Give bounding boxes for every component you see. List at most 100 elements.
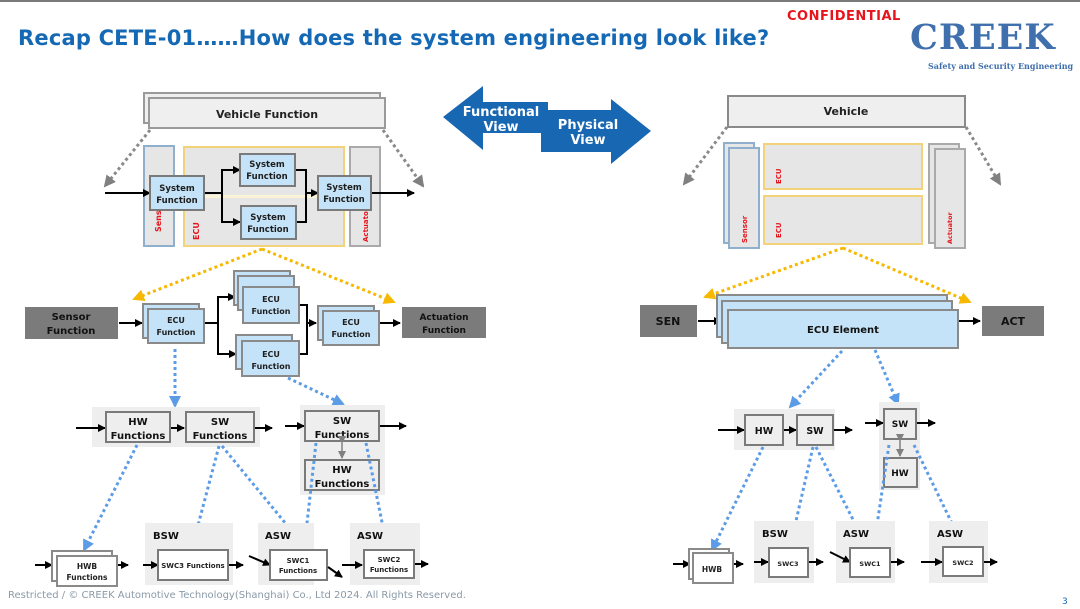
sw-functions-box: SW Functions [185, 411, 255, 443]
svg-text:System: System [326, 183, 362, 193]
svg-text:ECU: ECU [262, 350, 280, 359]
svg-text:ECU Element: ECU Element [807, 325, 879, 336]
svg-text:Function: Function [47, 326, 96, 337]
ecu-element-box: ECU Element [716, 294, 959, 349]
physical-vehicle: Vehicle [727, 95, 966, 128]
svg-text:SW: SW [333, 416, 351, 427]
svg-text:SW: SW [892, 420, 908, 430]
functional-view-line2: View [483, 120, 518, 135]
physical-hwb-box: HWB [688, 548, 734, 584]
svg-text:Actuation: Actuation [419, 313, 468, 323]
svg-text:Functions: Functions [315, 479, 370, 490]
functional-view-arrow: Functional View [443, 86, 548, 150]
confidential-label: CONFIDENTIAL [787, 9, 901, 24]
ecu-function-1: ECU Function [142, 303, 205, 344]
physical-sw-box-2: SW [883, 408, 917, 440]
svg-text:ACT: ACT [1001, 315, 1026, 328]
asw-label-2: ASW [357, 531, 383, 542]
svg-text:Functions: Functions [67, 573, 109, 582]
svg-text:ECU: ECU [167, 316, 185, 325]
svg-text:Function: Function [156, 196, 197, 206]
svg-text:BSW: BSW [762, 529, 788, 540]
svg-text:ECU: ECU [775, 222, 783, 238]
system-function-4: System Function [317, 175, 372, 211]
svg-text:ECU: ECU [342, 318, 360, 327]
system-function-1: System Function [149, 175, 205, 211]
svg-text:Sensor: Sensor [52, 312, 91, 323]
hwb-functions-box: HWB Functions [51, 550, 118, 587]
svg-text:ECU: ECU [775, 168, 783, 184]
physical-view-arrow: Physical View [541, 99, 651, 164]
svg-text:Function: Function [252, 307, 291, 316]
svg-text:Actuator: Actuator [946, 211, 954, 244]
sensor-label: Sensor [154, 201, 163, 232]
bsw-label: BSW [153, 531, 179, 542]
svg-text:HW: HW [755, 426, 774, 437]
svg-text:Functions: Functions [315, 430, 370, 441]
ecu-decompose-left [132, 247, 263, 301]
slide-title: Recap CETE-01……How does the system engin… [18, 26, 770, 50]
page-number: 3 [1062, 597, 1068, 607]
physical-hw-box-2: HW [883, 457, 918, 488]
svg-text:SWC3: SWC3 [777, 560, 798, 568]
physical-ecu-1 [763, 143, 923, 190]
svg-text:Function: Function [247, 225, 288, 235]
svg-text:SWC2: SWC2 [378, 556, 401, 564]
sensor-function-box: Sensor Function [25, 307, 118, 339]
physical-sw-box: SW [796, 414, 834, 446]
svg-text:Functions: Functions [111, 431, 166, 442]
svg-text:HW: HW [891, 469, 909, 479]
sw-functions-box-2: SW Functions [304, 410, 380, 442]
svg-text:HWB: HWB [702, 565, 723, 574]
svg-text:SEN: SEN [656, 315, 681, 328]
svg-text:System: System [250, 213, 286, 223]
svg-text:SW: SW [211, 417, 229, 428]
svg-text:HW: HW [128, 417, 147, 428]
svg-text:Functions: Functions [193, 431, 248, 442]
actuator-label: Actuator [362, 207, 370, 242]
system-function-2: System Function [239, 153, 296, 187]
svg-text:ASW: ASW [937, 529, 963, 540]
svg-text:SW: SW [806, 426, 824, 437]
svg-text:HWB: HWB [77, 562, 98, 571]
svg-text:Function: Function [246, 172, 287, 182]
decompose-arrow-right [381, 129, 425, 188]
physical-actuator [934, 148, 966, 249]
ecu-label: ECU [192, 222, 201, 240]
svg-text:Function: Function [323, 195, 364, 205]
swc2-functions-box: SWC2 Functions [363, 549, 415, 579]
functional-vehicle-function: Vehicle Function [143, 92, 386, 129]
sen-box: SEN [640, 305, 697, 337]
actuation-function-box: Actuation Function [402, 307, 486, 338]
asw-label-1: ASW [265, 531, 291, 542]
logo-tagline: Safety and Security Engineering [928, 61, 1074, 71]
swc3-functions-box: SWC3 Functions [157, 549, 229, 581]
ecu-function-2: ECU Function [233, 270, 300, 324]
svg-text:Functions: Functions [279, 567, 317, 575]
swc1-functions-box: SWC1 Functions [269, 549, 328, 581]
creek-logo: CREEK [910, 17, 1056, 58]
act-box: ACT [982, 306, 1044, 336]
svg-text:Function: Function [252, 362, 291, 371]
copyright-footer: Restricted / © CREEK Automotive Technolo… [8, 590, 466, 601]
svg-text:Functions: Functions [370, 566, 408, 574]
svg-text:System: System [249, 160, 285, 170]
svg-text:ECU: ECU [262, 295, 280, 304]
svg-text:SWC1: SWC1 [859, 560, 881, 568]
svg-text:Function: Function [422, 326, 466, 336]
physical-sensor [728, 147, 760, 249]
svg-text:SWC1: SWC1 [287, 557, 310, 565]
physical-swc2-box: SWC2 [942, 546, 984, 577]
svg-text:Function: Function [332, 330, 371, 339]
svg-text:ASW: ASW [843, 529, 869, 540]
svg-text:HW: HW [332, 465, 351, 476]
hw-functions-box: HW Functions [105, 411, 171, 443]
system-function-3: System Function [240, 205, 297, 240]
physical-hw-box: HW [744, 414, 784, 446]
svg-text:SWC3 Functions: SWC3 Functions [161, 562, 224, 570]
ecu-function-4: ECU Function [317, 305, 380, 346]
ecu-function-3: ECU Function [235, 334, 300, 377]
vehicle-label: Vehicle [824, 105, 869, 118]
svg-text:SWC2: SWC2 [952, 559, 973, 567]
